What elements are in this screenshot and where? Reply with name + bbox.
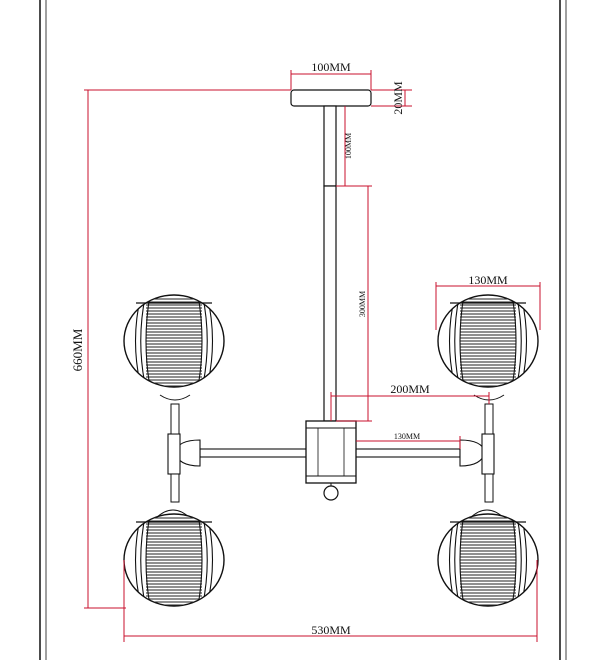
left-joint: [167, 403, 201, 503]
label-arm-inner: 130MM: [394, 432, 420, 441]
label-rod-lower: 300MM: [358, 291, 367, 317]
shades: [123, 294, 539, 607]
label-canopy-width: 100MM: [311, 60, 351, 74]
label-rod-upper: 100MM: [344, 133, 353, 159]
shade-bottom-left: [123, 513, 225, 607]
right-joint: [459, 403, 495, 503]
rod: [323, 105, 337, 422]
shade-top-right: [437, 294, 539, 388]
shade-bottom-right: [437, 513, 539, 607]
dimension-lines: [84, 70, 541, 642]
finial: [323, 483, 339, 501]
label-arm-length: 200MM: [390, 382, 430, 396]
hub: [305, 420, 357, 484]
label-total-width: 530MM: [311, 623, 351, 637]
page-frame: [39, 0, 567, 660]
shade-top-left: [123, 294, 225, 388]
label-shade-diameter: 130MM: [468, 273, 508, 287]
canopy: [290, 89, 372, 107]
dimension-labels: 100MM 20MM 100MM 300MM 660MM 130MM 200MM…: [70, 60, 508, 637]
label-canopy-height: 20MM: [391, 81, 405, 115]
label-total-height: 660MM: [70, 328, 85, 371]
